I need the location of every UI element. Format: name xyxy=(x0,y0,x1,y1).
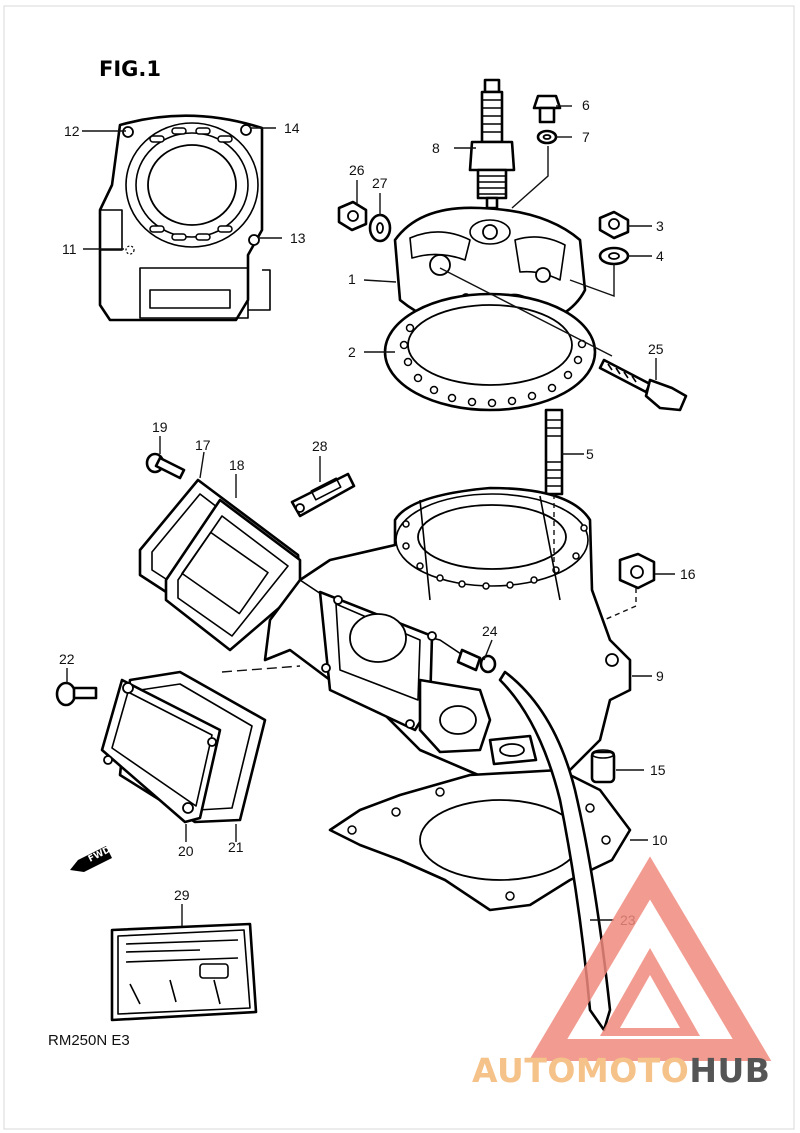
callout-7: 7 xyxy=(582,129,590,145)
callout-18: 18 xyxy=(229,457,245,473)
stud-5-drawing xyxy=(544,408,564,496)
base-gasket-drawing xyxy=(328,768,632,912)
automotohub-logo xyxy=(528,856,772,1061)
cap-15-drawing xyxy=(590,749,616,784)
page-frame xyxy=(3,5,795,1130)
callout-14: 14 xyxy=(284,120,300,136)
callout-28: 28 xyxy=(312,438,328,454)
screw-19-drawing xyxy=(145,452,186,480)
bolt-6-drawing xyxy=(532,94,562,145)
callout-8: 8 xyxy=(432,140,440,156)
label-29-drawing xyxy=(110,922,258,1022)
hose-23-drawing xyxy=(498,670,612,1032)
callout-10: 10 xyxy=(652,832,668,848)
callout-26: 26 xyxy=(349,162,365,178)
bracket-28-drawing xyxy=(290,472,356,518)
reed-valve-drawing xyxy=(138,478,302,652)
head-gasket-drawing xyxy=(383,292,597,412)
reed-cover-drawing xyxy=(100,670,267,824)
callout-16: 16 xyxy=(680,566,696,582)
callout-2: 2 xyxy=(348,344,356,360)
callout-5: 5 xyxy=(586,446,594,462)
nut-3-drawing xyxy=(598,210,630,266)
callout-22: 22 xyxy=(59,651,75,667)
nut-16-drawing xyxy=(618,552,656,590)
figure-title: FIG.1 xyxy=(99,57,161,81)
callout-21: 21 xyxy=(228,839,244,855)
nipple-24-drawing xyxy=(456,648,497,674)
model-code: RM250N E3 xyxy=(48,1032,130,1049)
callout-12: 12 xyxy=(64,123,80,139)
watermark-part1: AUTOMOTO xyxy=(472,1051,689,1090)
callout-17: 17 xyxy=(195,437,211,453)
fwd-arrow-icon: FWD xyxy=(70,845,112,872)
watermark-text: AUTOMOTOHUB xyxy=(472,1051,770,1090)
nut-26-drawing xyxy=(337,200,392,243)
callout-19: 19 xyxy=(152,419,168,435)
spark-plug-drawing xyxy=(468,78,516,210)
callout-3: 3 xyxy=(656,218,664,234)
callout-20: 20 xyxy=(178,843,194,859)
callout-11: 11 xyxy=(62,241,77,257)
callout-4: 4 xyxy=(656,248,664,264)
callout-13: 13 xyxy=(290,230,306,246)
watermark-part2: HUB xyxy=(689,1051,770,1090)
callout-9: 9 xyxy=(656,668,664,684)
leader-lines xyxy=(66,105,675,926)
callout-1: 1 xyxy=(348,271,356,287)
callout-6: 6 xyxy=(582,97,590,113)
bolt-25-drawing xyxy=(598,358,688,412)
cylinder-drawing xyxy=(263,486,632,782)
callout-29: 29 xyxy=(174,887,190,903)
cylinder-inset-drawing xyxy=(98,114,271,322)
callout-24: 24 xyxy=(482,623,498,639)
callout-25: 25 xyxy=(648,341,664,357)
callout-27: 27 xyxy=(372,175,388,191)
callout-15: 15 xyxy=(650,762,666,778)
screw-22-drawing xyxy=(55,681,98,707)
